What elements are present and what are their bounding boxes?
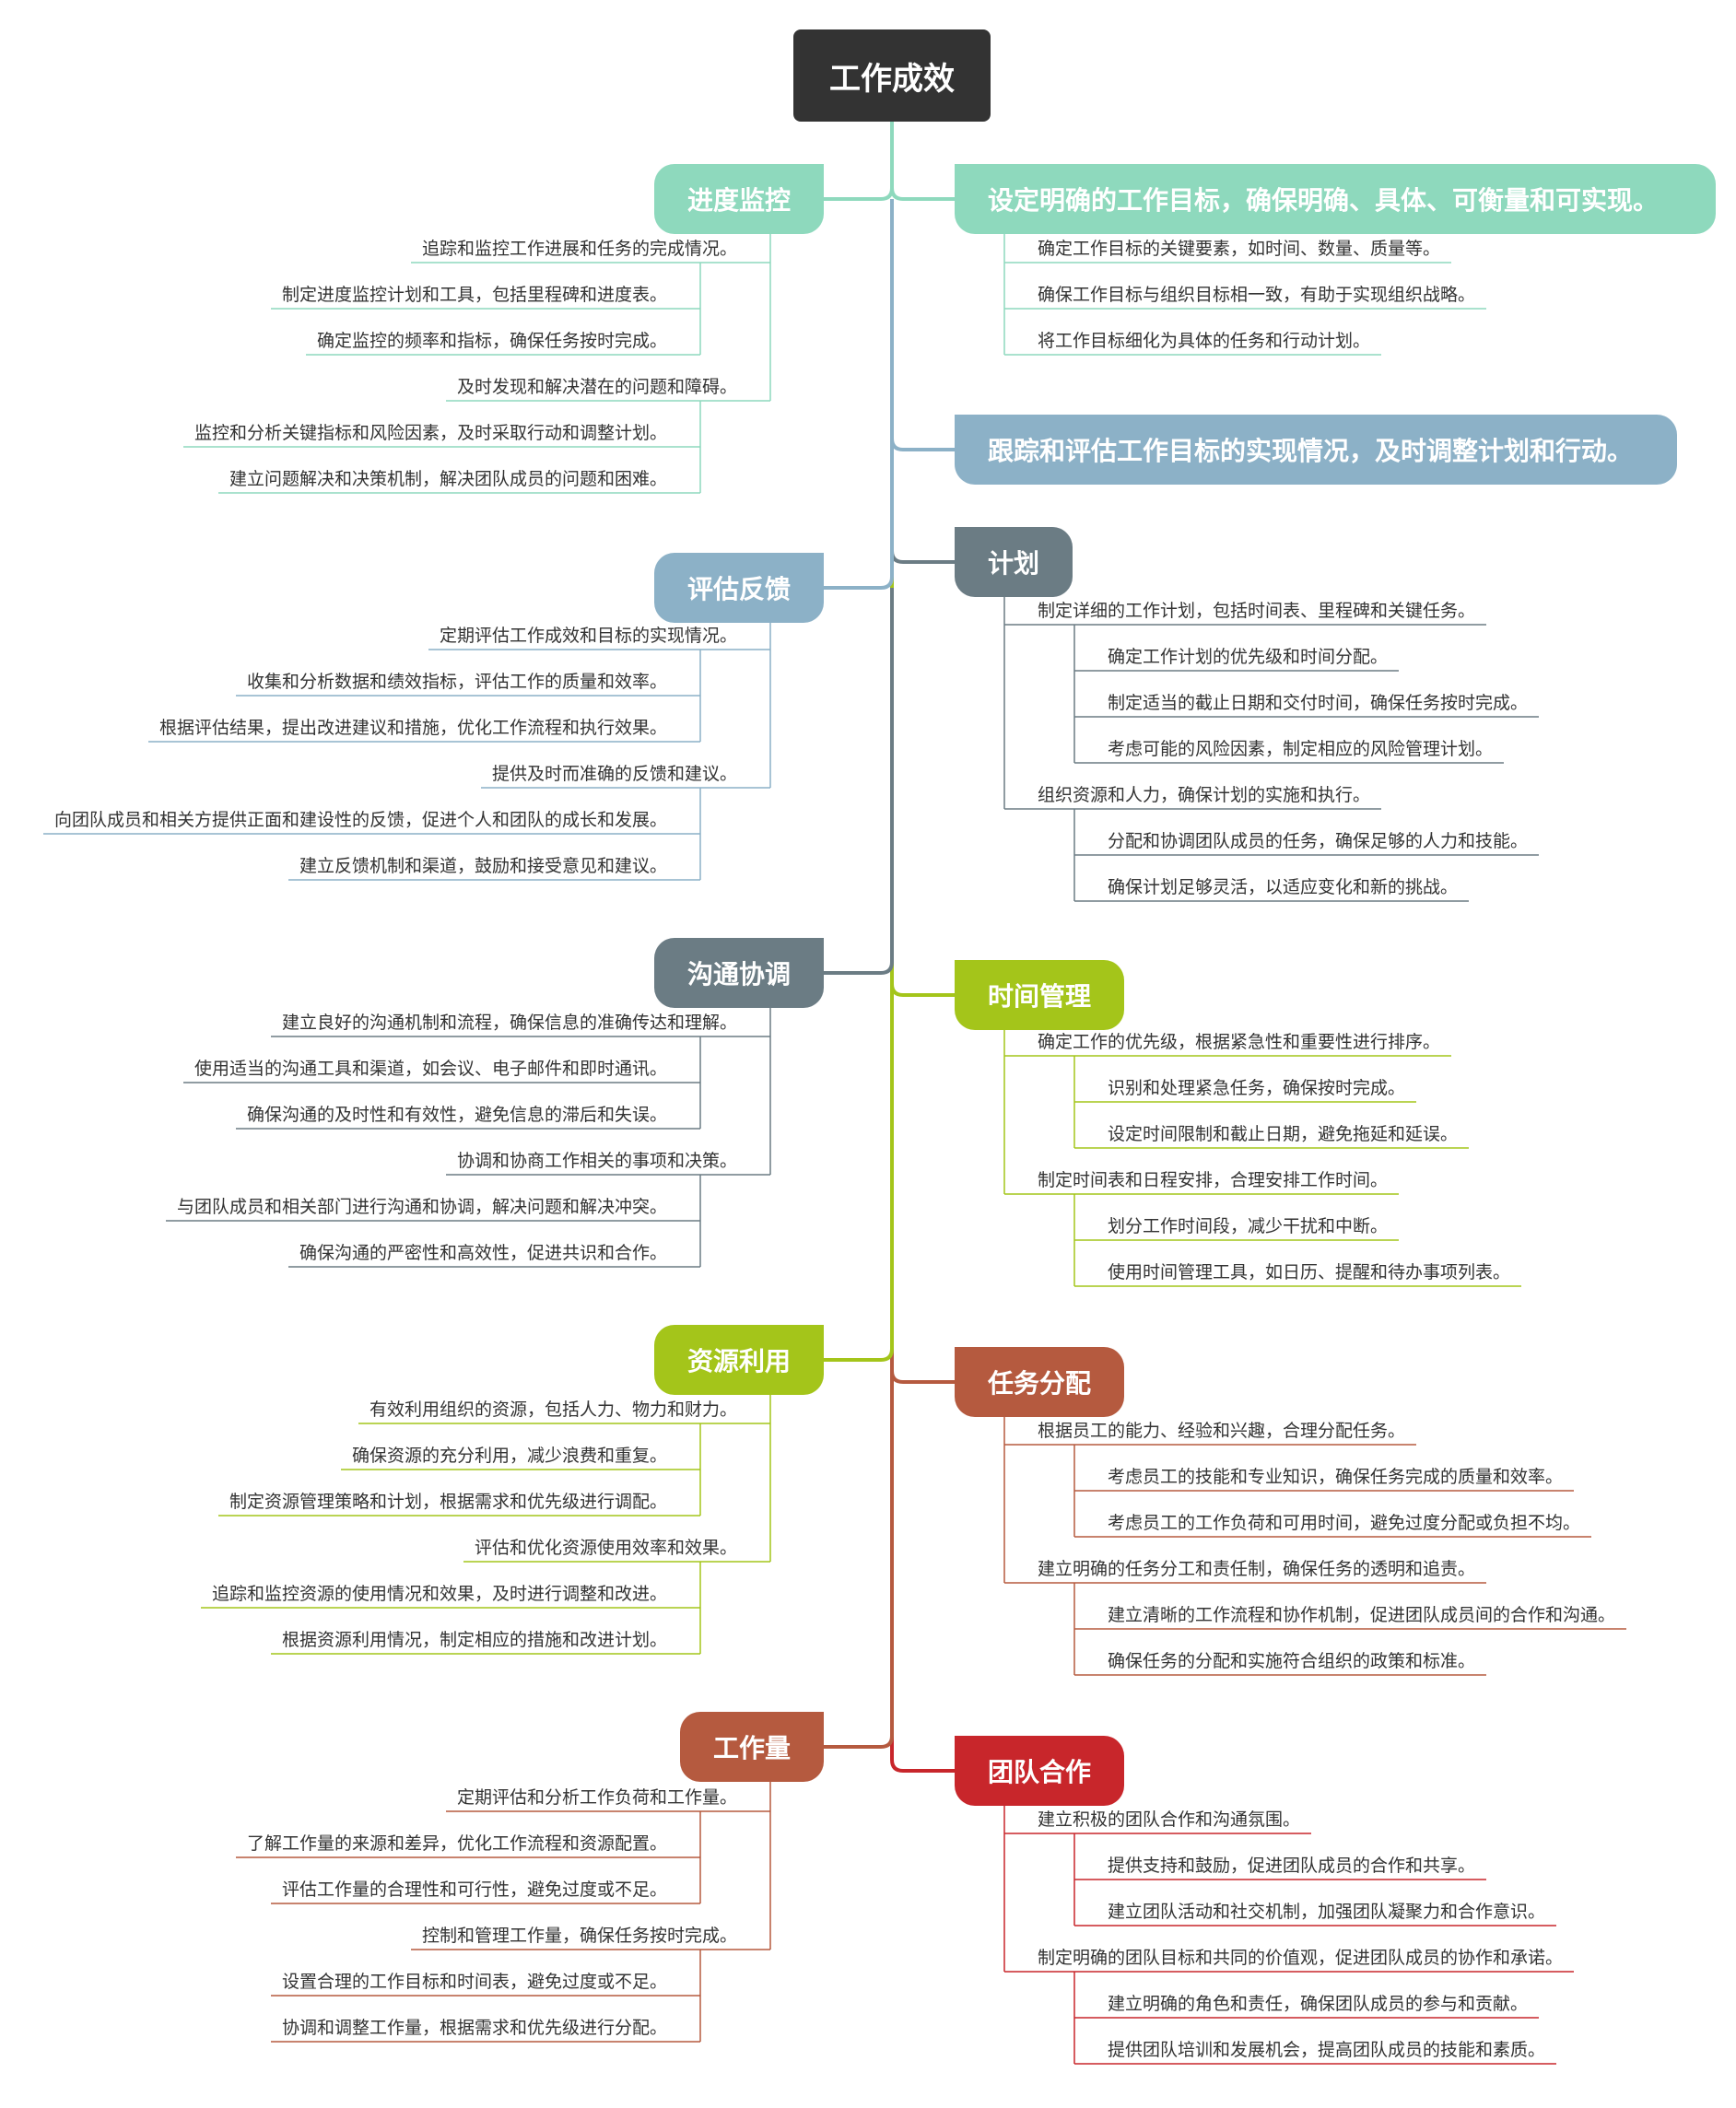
leaf-time-0[interactable]: 确定工作的优先级，根据紧急性和重要性进行排序。	[1038, 1032, 1441, 1052]
leaf-goal-2[interactable]: 将工作目标细化为具体的任务和行动计划。	[1038, 331, 1371, 351]
leaf-resource-1[interactable]: 评估和优化资源使用效率和效果。	[474, 1538, 737, 1558]
leaf-feedback-1-1[interactable]: 建立反馈机制和渠道，鼓励和接受意见和建议。	[299, 856, 667, 876]
leaf-plan-1-0[interactable]: 分配和协调团队成员的任务，确保足够的人力和技能。	[1108, 831, 1529, 851]
leaf-resource-0-0[interactable]: 确保资源的充分利用，减少浪费和重复。	[351, 1446, 667, 1466]
leaf-team-1[interactable]: 制定明确的团队目标和共同的价值观，促进团队成员的协作和承诺。	[1038, 1948, 1564, 1968]
leaf-progress-0-0[interactable]: 制定进度监控计划和工具，包括里程碑和进度表。	[281, 285, 667, 305]
leaf-progress-1[interactable]: 及时发现和解决潜在的问题和障碍。	[456, 377, 737, 397]
leaf-comm-1[interactable]: 协调和协商工作相关的事项和决策。	[456, 1151, 737, 1171]
leaf-feedback-1[interactable]: 提供及时而准确的反馈和建议。	[491, 764, 737, 784]
leaf-progress-0[interactable]: 追踪和监控工作进展和任务的完成情况。	[421, 239, 737, 259]
leaf-workload-1[interactable]: 控制和管理工作量，确保任务按时完成。	[421, 1926, 737, 1946]
leaf-feedback-0[interactable]: 定期评估工作成效和目标的实现情况。	[439, 626, 737, 646]
leaf-assign-0-0[interactable]: 考虑员工的技能和专业知识，确保任务完成的质量和效率。	[1108, 1467, 1564, 1487]
leaf-plan-1-1[interactable]: 确保计划足够灵活，以适应变化和新的挑战。	[1108, 877, 1459, 897]
topic-assign[interactable]: 任务分配	[955, 1347, 1124, 1417]
leaf-workload-0-0[interactable]: 了解工作量的来源和差异，优化工作流程和资源配置。	[246, 1833, 667, 1854]
topic-track[interactable]: 跟踪和评估工作目标的实现情况，及时调整计划和行动。	[955, 415, 1677, 485]
leaf-comm-0-0[interactable]: 使用适当的沟通工具和渠道，如会议、电子邮件和即时通讯。	[194, 1059, 667, 1079]
topic-workload[interactable]: 工作量	[680, 1712, 824, 1782]
leaf-assign-0-1[interactable]: 考虑员工的工作负荷和可用时间，避免过度分配或负担不均。	[1108, 1513, 1581, 1533]
leaf-workload-1-0[interactable]: 设置合理的工作目标和时间表，避免过度或不足。	[281, 1972, 667, 1992]
leaf-assign-0[interactable]: 根据员工的能力、经验和兴趣，合理分配任务。	[1038, 1421, 1406, 1441]
leaf-plan-0[interactable]: 制定详细的工作计划，包括时间表、里程碑和关键任务。	[1038, 601, 1476, 621]
leaf-time-1-0[interactable]: 划分工作时间段，减少干扰和中断。	[1108, 1216, 1389, 1236]
leaf-plan-0-1[interactable]: 制定适当的截止日期和交付时间，确保任务按时完成。	[1108, 693, 1529, 713]
central-topic[interactable]: 工作成效	[793, 29, 991, 122]
leaf-assign-1[interactable]: 建立明确的任务分工和责任制，确保任务的透明和追责。	[1038, 1559, 1476, 1579]
leaf-plan-1[interactable]: 组织资源和人力，确保计划的实施和执行。	[1038, 785, 1371, 805]
leaf-assign-1-0[interactable]: 建立清晰的工作流程和协作机制，促进团队成员间的合作和沟通。	[1108, 1605, 1616, 1625]
topic-plan[interactable]: 计划	[955, 527, 1073, 597]
leaf-progress-0-1[interactable]: 确定监控的频率和指标，确保任务按时完成。	[316, 331, 667, 351]
leaf-feedback-0-0[interactable]: 收集和分析数据和绩效指标，评估工作的质量和效率。	[246, 672, 667, 692]
topic-resource[interactable]: 资源利用	[654, 1325, 824, 1395]
leaf-assign-1-1[interactable]: 确保任务的分配和实施符合组织的政策和标准。	[1108, 1651, 1476, 1671]
topic-time[interactable]: 时间管理	[955, 960, 1124, 1030]
leaf-feedback-0-1[interactable]: 根据评估结果，提出改进建议和措施，优化工作流程和执行效果。	[158, 718, 667, 738]
leaf-workload-1-1[interactable]: 协调和调整工作量，根据需求和优先级进行分配。	[281, 2018, 667, 2038]
topic-team[interactable]: 团队合作	[955, 1736, 1124, 1806]
leaf-team-1-1[interactable]: 提供团队培训和发展机会，提高团队成员的技能和素质。	[1108, 2040, 1546, 2060]
leaf-resource-0[interactable]: 有效利用组织的资源，包括人力、物力和财力。	[369, 1399, 737, 1420]
leaf-time-1-1[interactable]: 使用时间管理工具，如日历、提醒和待办事项列表。	[1108, 1262, 1511, 1282]
leaf-goal-0[interactable]: 确定工作目标的关键要素，如时间、数量、质量等。	[1038, 239, 1441, 259]
topic-comm[interactable]: 沟通协调	[654, 938, 824, 1008]
leaf-workload-0-1[interactable]: 评估工作量的合理性和可行性，避免过度或不足。	[281, 1880, 667, 1900]
leaf-time-1[interactable]: 制定时间表和日程安排，合理安排工作时间。	[1038, 1170, 1389, 1190]
leaf-comm-1-0[interactable]: 与团队成员和相关部门进行沟通和协调，解决问题和解决冲突。	[176, 1197, 667, 1217]
topic-progress[interactable]: 进度监控	[654, 164, 824, 234]
leaf-resource-0-1[interactable]: 制定资源管理策略和计划，根据需求和优先级进行调配。	[229, 1492, 667, 1512]
leaf-team-0-0[interactable]: 提供支持和鼓励，促进团队成员的合作和共享。	[1108, 1856, 1476, 1876]
leaf-progress-1-0[interactable]: 监控和分析关键指标和风险因素，及时采取行动和调整计划。	[194, 423, 667, 443]
leaf-team-1-0[interactable]: 建立明确的角色和责任，确保团队成员的参与和贡献。	[1108, 1994, 1529, 2014]
leaf-plan-0-0[interactable]: 确定工作计划的优先级和时间分配。	[1108, 647, 1389, 667]
leaf-comm-1-1[interactable]: 确保沟通的严密性和高效性，促进共识和合作。	[299, 1243, 667, 1263]
leaf-team-0[interactable]: 建立积极的团队合作和沟通氛围。	[1038, 1809, 1301, 1830]
leaf-feedback-1-0[interactable]: 向团队成员和相关方提供正面和建设性的反馈，促进个人和团队的成长和发展。	[53, 810, 667, 830]
leaf-resource-1-0[interactable]: 追踪和监控资源的使用情况和效果，及时进行调整和改进。	[211, 1584, 667, 1604]
topic-feedback[interactable]: 评估反馈	[654, 553, 824, 623]
leaf-progress-1-1[interactable]: 建立问题解决和决策机制，解决团队成员的问题和困难。	[229, 469, 667, 489]
leaf-resource-1-1[interactable]: 根据资源利用情况，制定相应的措施和改进计划。	[281, 1630, 667, 1650]
leaf-plan-0-2[interactable]: 考虑可能的风险因素，制定相应的风险管理计划。	[1108, 739, 1494, 759]
leaf-time-0-1[interactable]: 设定时间限制和截止日期，避免拖延和延误。	[1108, 1124, 1459, 1144]
topic-goal[interactable]: 设定明确的工作目标，确保明确、具体、可衡量和可实现。	[955, 164, 1716, 234]
leaf-goal-1[interactable]: 确保工作目标与组织目标相一致，有助于实现组织战略。	[1038, 285, 1476, 305]
leaf-time-0-0[interactable]: 识别和处理紧急任务，确保按时完成。	[1108, 1078, 1406, 1098]
leaf-comm-0-1[interactable]: 确保沟通的及时性和有效性，避免信息的滞后和失误。	[246, 1105, 667, 1125]
leaf-comm-0[interactable]: 建立良好的沟通机制和流程，确保信息的准确传达和理解。	[281, 1013, 737, 1033]
leaf-team-0-1[interactable]: 建立团队活动和社交机制，加强团队凝聚力和合作意识。	[1108, 1902, 1546, 1922]
leaf-workload-0[interactable]: 定期评估和分析工作负荷和工作量。	[456, 1787, 737, 1808]
